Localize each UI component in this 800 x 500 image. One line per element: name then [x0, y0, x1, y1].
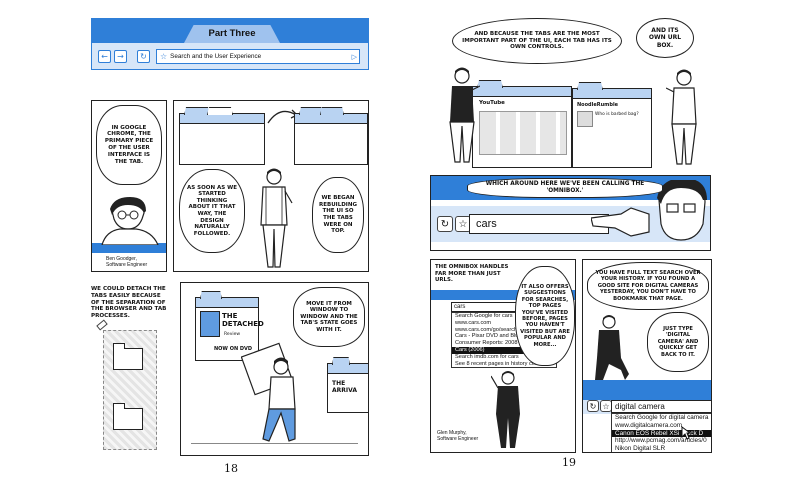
hand-pointing-icon	[591, 207, 650, 237]
grey-tab-b	[113, 403, 143, 430]
poster-sub: Now on DVD	[214, 346, 253, 352]
right-p3-query: cars	[454, 304, 466, 310]
right-panel-3: The omnibox handles far more than just U…	[430, 259, 576, 453]
poster-image	[200, 311, 220, 337]
header-toolbar: ← → ↻ ☆ Search and the User Experience ▷	[92, 43, 368, 69]
right-panel-4: You have full text search over your hist…	[582, 259, 712, 453]
grey-tab-a	[113, 343, 143, 370]
right-p2-omnibox: cars	[469, 214, 609, 234]
youtube-window: YouTube	[472, 80, 572, 168]
right-p3-credit-role: Software Engineer	[437, 436, 479, 443]
person-glen-closeup	[657, 180, 707, 241]
back-icon: ←	[98, 50, 111, 63]
dropdown-item[interactable]: http://www.pcmag.com/articles/0	[615, 437, 707, 445]
right-p1-bubble-b: And its own URL box.	[636, 18, 694, 58]
left-p1-credit-role: Software Engineer	[106, 262, 148, 269]
left-page-number: 18	[224, 462, 238, 475]
right-p4-query: digital camera	[615, 402, 665, 411]
header-address-text: Search and the User Experience	[170, 53, 262, 60]
right-p2-refresh-icon: ↻	[437, 216, 453, 232]
left-p1-credit: Ben Goodger, Software Engineer	[106, 256, 147, 269]
dropdown-item[interactable]: www.cars.com	[455, 319, 492, 326]
header-address-bar: ☆ Search and the User Experience ▷	[156, 49, 360, 64]
grey-tab-strip	[103, 330, 157, 450]
window-sketch-b	[294, 107, 368, 165]
right-p3-credit-name: Glen Murphy,	[437, 430, 467, 436]
poster2-title: The Arriva	[332, 380, 357, 394]
poster-review: Review	[224, 332, 241, 337]
right-p1-bubble-a: And because the tabs are the most import…	[452, 18, 622, 64]
left-panel-2: As soon as we started thinking about it …	[173, 100, 369, 272]
left-p2-bubble-b: We began rebuilding the UI so the tabs w…	[312, 177, 364, 253]
mini-site-a: YouTube	[479, 100, 505, 106]
right-p4-refresh-icon: ↻	[587, 400, 599, 412]
left-panel-4: The Detached Review Now on DVD Move it f…	[180, 282, 369, 456]
right-p4-dropdown: Search Google for digital camera www.dig…	[611, 413, 711, 453]
mini-site-b: NoodleRumble	[577, 102, 619, 108]
right-panel-1: And because the tabs are the most import…	[430, 18, 710, 168]
person-kneeling	[595, 315, 629, 380]
right-p4-blue-band	[583, 380, 711, 400]
header-panel: Part Three ← → ↻ ☆ Search and the User E…	[91, 18, 369, 70]
tab-shape-icon	[96, 319, 108, 331]
poster-window: The Detached Review Now on DVD	[195, 291, 264, 361]
left-panel-1: In Google Chrome, the primary piece of t…	[91, 100, 167, 272]
left-p4-bubble: Move it from window to window and the ta…	[293, 287, 365, 347]
dropdown-item[interactable]: See 8 recent pages in history contain...	[455, 360, 552, 367]
cursor-icon	[681, 426, 691, 440]
dropdown-item-selected[interactable]: Canon EOS Rebel XSi Black D	[612, 429, 711, 438]
poster-title: The Detached	[222, 312, 264, 328]
left-p2-bubble-a: As soon as we started thinking about it …	[179, 169, 245, 253]
left-panel-3: We could detach the tabs easily because …	[91, 282, 167, 456]
right-p3-bubble: It also offers suggestions for searches,…	[515, 266, 575, 366]
person-ben-standing	[260, 168, 293, 268]
star-icon: ☆	[160, 52, 168, 61]
ground-line	[191, 443, 358, 444]
dropdown-item[interactable]: Search imdb.com for cars	[455, 353, 519, 360]
person-glen-standing	[491, 371, 520, 448]
right-p3-credit: Glen Murphy, Software Engineer	[437, 430, 478, 443]
window-sketch-a	[179, 107, 265, 165]
mini-site-b-text: Who is barbed bag?	[595, 112, 639, 117]
dropdown-item[interactable]: www.digitalcamera.com	[615, 421, 683, 429]
noodle-window: NoodleRumble Who is barbed bag?	[572, 82, 652, 168]
person-ben-portrait	[101, 197, 159, 245]
left-p1-credit-name: Ben Goodger,	[106, 256, 137, 262]
left-p1-desk	[92, 243, 166, 253]
person-left-presenter	[449, 67, 480, 163]
header-tab	[184, 25, 280, 43]
arriva-window: The Arriva	[327, 357, 368, 413]
dropdown-item[interactable]: Search Google for digital camera	[615, 414, 709, 421]
mini-site-a-thumbs	[479, 111, 567, 155]
dropdown-item[interactable]: Search Google for cars	[455, 313, 513, 319]
header-title: Part Three	[208, 28, 256, 39]
right-p4-bubble-a: You have full text search over your hist…	[587, 262, 709, 310]
mini-site-b-image	[577, 111, 593, 127]
right-page-number: 19	[562, 456, 576, 469]
right-p3-caption: The omnibox handles far more than just U…	[435, 264, 509, 284]
left-p1-bubble: In Google Chrome, the primary piece of t…	[96, 105, 162, 185]
dropdown-item[interactable]: Consumer Reports: 2008 Ca...	[455, 340, 531, 347]
dropdown-item[interactable]: Nikon Digital SLR	[615, 445, 666, 453]
right-p3-blue-band	[431, 290, 575, 300]
forward-icon: →	[114, 50, 127, 63]
dropdown-item-selected[interactable]: Cars (2006)	[452, 346, 556, 354]
dropdown-item[interactable]: Cars - Pixar DVD and Blu-...	[455, 333, 525, 340]
reload-icon: ↻	[137, 50, 150, 63]
right-p4-bubble-b: Just type 'digital camera' and quickly g…	[647, 312, 709, 372]
right-p2-query: cars	[476, 218, 497, 230]
person-right-presenter	[666, 69, 697, 165]
dropdown-item[interactable]: www.cars.com/go/search/n...	[455, 326, 527, 333]
right-panel-2: Which around here we've been calling the…	[430, 175, 711, 251]
right-p2-bubble: Which around here we've been calling the…	[467, 178, 663, 198]
person-carrying-tab	[241, 342, 296, 442]
right-p4-omnibox: digital camera	[611, 400, 711, 413]
left-p3-caption: We could detach the tabs easily because …	[91, 286, 167, 320]
go-icon: ▷	[351, 52, 357, 61]
